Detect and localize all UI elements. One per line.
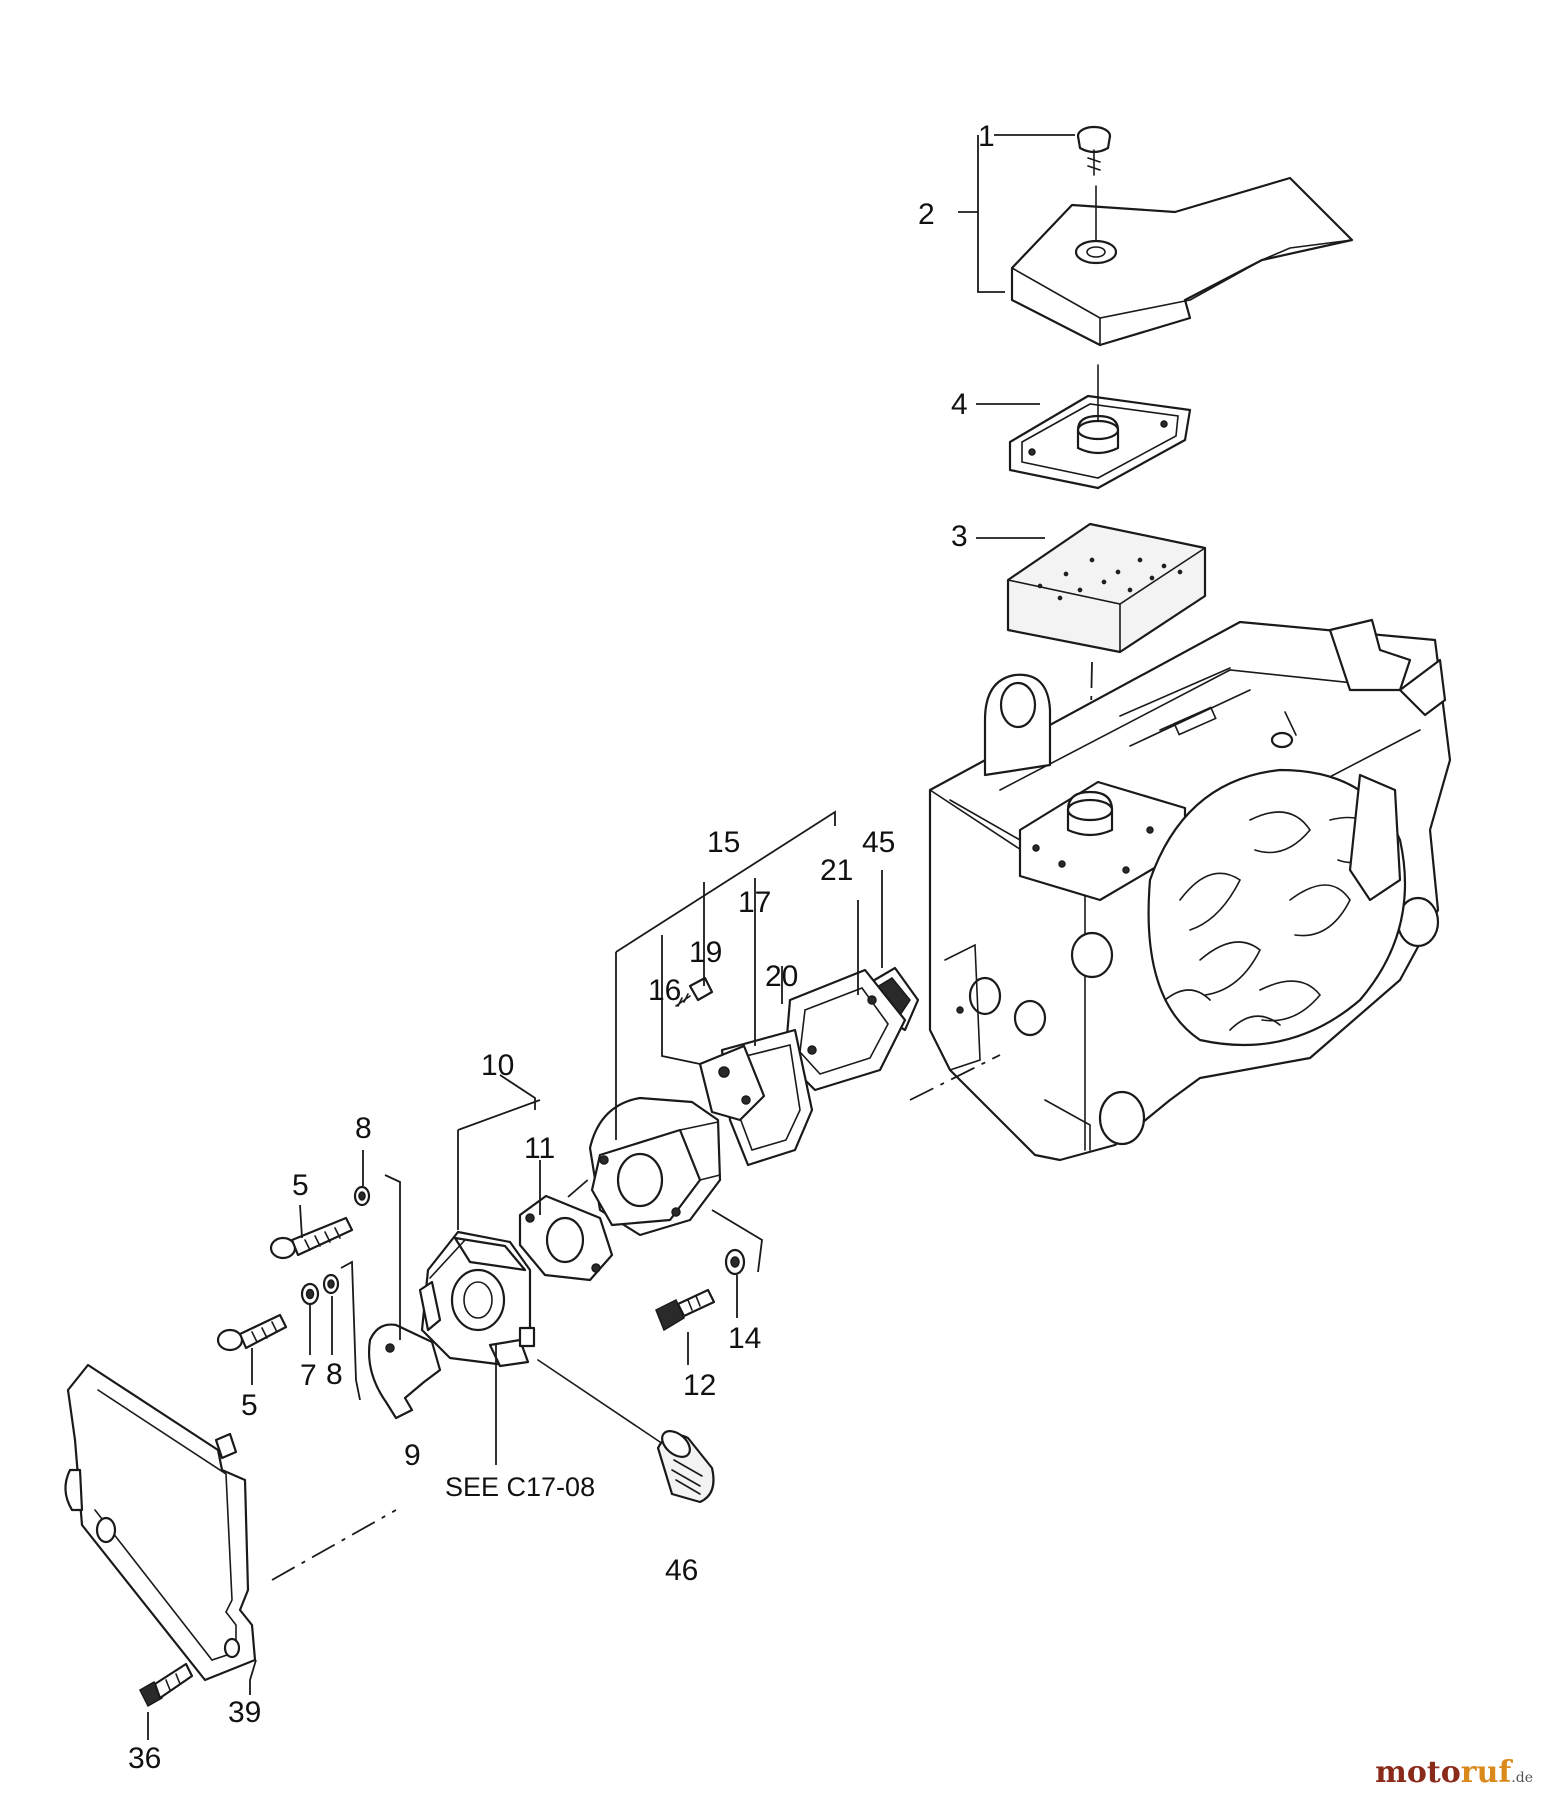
callout-20: 20	[765, 960, 798, 993]
watermark-logo: motoruf.de	[1375, 1755, 1533, 1790]
choke-plate-part-9	[367, 1323, 442, 1420]
gasket-part-11	[518, 1194, 614, 1282]
callout-17: 17	[738, 886, 771, 919]
watermark-part-1: moto	[1375, 1755, 1461, 1790]
washer-part-7	[300, 1282, 320, 1306]
callout-46: 46	[665, 1554, 698, 1587]
engine-housing	[928, 618, 1452, 1162]
filter-plate-part-4	[1008, 364, 1192, 490]
callout-16: 16	[648, 974, 681, 1007]
washer-part-14	[724, 1248, 746, 1276]
callout-15: 15	[707, 826, 740, 859]
callout-39: 39	[228, 1696, 261, 1729]
callout-14: 14	[728, 1322, 761, 1355]
screw-part-5-lower	[216, 1313, 288, 1352]
washer-part-8-upper	[353, 1185, 371, 1207]
callout-1: 1	[978, 120, 995, 153]
callout-5-lower: 5	[241, 1389, 258, 1422]
screw-part-36	[139, 1662, 194, 1708]
callout-3: 3	[951, 520, 968, 553]
see-reference-note: SEE C17-08	[445, 1472, 595, 1502]
callout-12: 12	[683, 1369, 716, 1402]
callout-labels: 1 2 3 4 5 5 7 8 8 9 10 11 12 14 15 16 17…	[128, 120, 995, 1775]
intake-adapter-part-15	[588, 1096, 722, 1237]
axis-cover-to-carb	[271, 1509, 397, 1581]
filter-sponge-part-3	[1006, 522, 1207, 654]
axis-main-to-engine	[909, 1054, 1001, 1101]
callout-8-upper: 8	[355, 1112, 372, 1145]
callout-2: 2	[918, 198, 935, 231]
callout-45: 45	[862, 826, 895, 859]
screw-part-19	[675, 976, 714, 1007]
callout-9: 9	[404, 1439, 421, 1472]
watermark-part-3: .de	[1511, 1770, 1533, 1786]
plate-part-16	[698, 1044, 766, 1122]
bolt-part-12	[655, 1288, 716, 1332]
leader-lines	[147, 134, 1075, 1740]
callout-7: 7	[300, 1359, 317, 1392]
fuel-filter-part-46	[537, 1359, 715, 1504]
callout-21: 21	[820, 854, 853, 887]
callout-36: 36	[128, 1742, 161, 1775]
carburetor-part-10	[418, 1230, 536, 1368]
callout-11: 11	[524, 1132, 555, 1165]
callout-19: 19	[689, 936, 722, 969]
callout-5-upper: 5	[292, 1169, 309, 1202]
screw-part-5-upper	[269, 1216, 354, 1260]
callout-4: 4	[951, 388, 968, 421]
callout-10: 10	[481, 1049, 514, 1082]
cover-plate-part-39	[64, 1363, 257, 1682]
watermark-part-2: ruf	[1460, 1755, 1512, 1790]
screw-part-1	[1076, 125, 1112, 176]
callout-8-lower: 8	[326, 1358, 343, 1391]
air-filter-cover-part-2	[1010, 176, 1354, 347]
washer-part-8-lower	[322, 1273, 340, 1295]
axis-carb-to-intake	[567, 1177, 591, 1198]
